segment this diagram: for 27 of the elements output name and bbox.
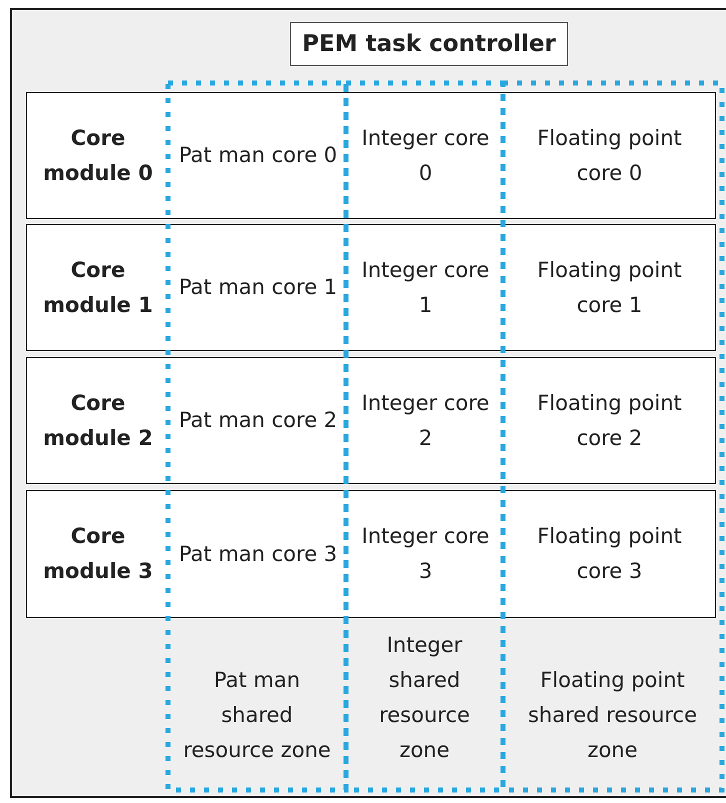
module-heading: Core module 1	[42, 256, 154, 318]
core-label: Pat man core 2	[178, 407, 338, 434]
core-label: Pat man core 0	[178, 142, 338, 169]
core-label: Integer core 3	[360, 523, 490, 585]
core-label: Floating point core 1	[536, 256, 683, 318]
core-label: Pat man core 3	[178, 540, 338, 568]
core-label: Floating point core 3	[536, 523, 683, 585]
core-module-box	[26, 224, 716, 351]
controller-box: PEM task controller	[290, 22, 568, 66]
zone-label: Floating point shared resource zone	[526, 667, 698, 764]
core-label: Integer core 2	[360, 390, 490, 452]
zone-label: Pat man shared resource zone	[182, 667, 332, 764]
core-label: Floating point core 0	[536, 124, 683, 186]
resource-zone	[346, 83, 503, 790]
core-module-box	[26, 357, 716, 484]
module-heading: Core module 3	[42, 523, 154, 585]
resource-zone	[503, 83, 722, 790]
resource-zone	[168, 83, 346, 790]
zone-label: Integer shared resource zone	[378, 632, 471, 764]
core-label: Pat man core 1	[178, 274, 338, 301]
module-heading: Core module 0	[42, 124, 154, 186]
core-label: Integer core 0	[360, 124, 490, 186]
core-module-box	[26, 490, 716, 618]
module-heading: Core module 2	[42, 390, 154, 452]
core-module-box	[26, 92, 716, 219]
core-label: Floating point core 2	[536, 390, 683, 452]
core-label: Integer core 1	[360, 256, 490, 318]
